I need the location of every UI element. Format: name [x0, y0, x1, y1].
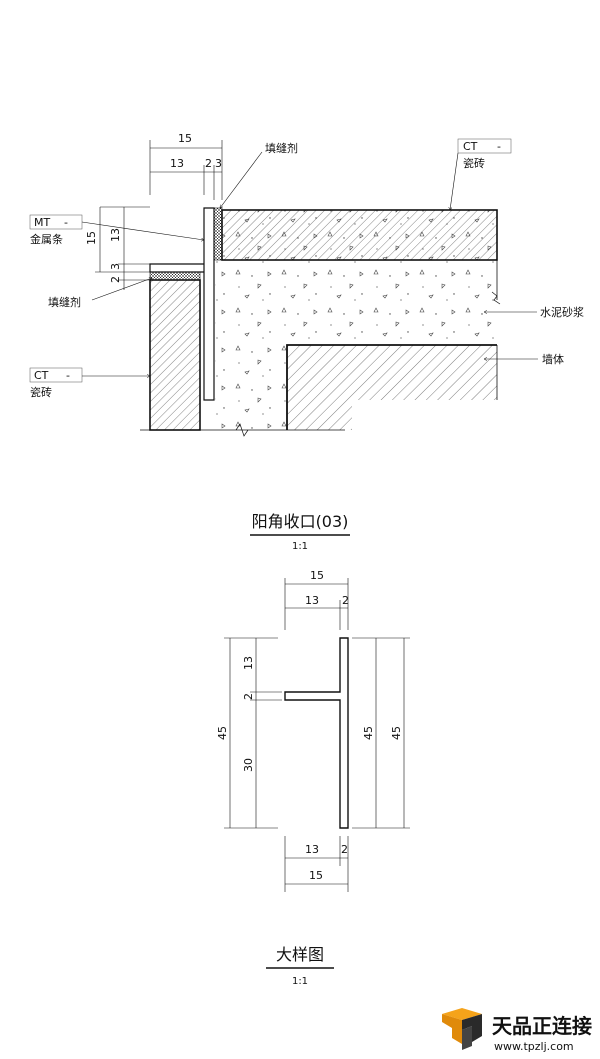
profile-dim-left-c: 30 — [242, 758, 255, 772]
section-dims-top: 15 13 2 3 — [149, 132, 223, 200]
label-wall: 墙体 — [542, 352, 564, 366]
wall-lower-hatch — [287, 400, 352, 430]
profile-dims-left: 45 13 2 30 — [216, 637, 282, 829]
profile-dim-left-total: 45 — [216, 726, 229, 740]
dim-left-c: 2 — [109, 276, 122, 283]
profile-dim-right-outer: 45 — [390, 726, 403, 740]
profile-scale: 1:1 — [292, 976, 308, 987]
profile-dim-top-a: 13 — [305, 594, 319, 607]
label-ct-top-code: CT — [463, 140, 478, 153]
dim-top-a: 13 — [170, 157, 184, 170]
metal-strip — [149, 207, 215, 401]
dim-left-total: 15 — [85, 231, 98, 245]
brand-mark-icon — [442, 1008, 482, 1050]
section-dims-left: 15 13 3 2 — [85, 207, 150, 290]
profile-dim-top-total: 15 — [310, 569, 324, 582]
top-tile — [221, 209, 498, 261]
label-mt-dash: - — [64, 216, 68, 229]
left-tile — [149, 279, 201, 431]
wall-outline — [286, 344, 497, 430]
profile-dim-bottom-total: 15 — [309, 869, 323, 882]
label-ct-left-code: CT — [34, 369, 49, 382]
brand-logo: 天品正连接 www.tpzlj.com — [442, 1008, 592, 1053]
profile-dim-left-b: 2 — [242, 693, 255, 700]
dim-left-a: 13 — [109, 228, 122, 242]
brand-name: 天品正连接 — [492, 1014, 592, 1038]
profile-dim-left-a: 13 — [242, 656, 255, 670]
label-mt-name: 金属条 — [30, 232, 63, 246]
label-sealant-top: 填缝剂 — [265, 141, 298, 155]
dim-top-total: 15 — [178, 132, 192, 145]
profile-dim-top-b: 2 — [342, 594, 349, 607]
label-mt-code: MT — [34, 216, 50, 229]
label-ct-top-name: 瓷砖 — [463, 156, 485, 170]
t-profile-shape — [284, 637, 349, 829]
section-labels: 填缝剂 CT - 瓷砖 MT - 金属条 填缝剂 CT - 瓷砖 水泥砂浆 墙体 — [29, 138, 584, 399]
label-sealant-left: 填缝剂 — [48, 295, 81, 309]
profile-dims-right: 45 45 — [352, 637, 410, 829]
label-mortar: 水泥砂浆 — [540, 305, 584, 319]
mortar-fill — [215, 210, 497, 430]
dim-left-b: 3 — [109, 263, 122, 270]
profile-title: 大样图 — [276, 945, 324, 964]
section-drawing: 15 13 2 3 15 13 3 2 填缝剂 CT - 瓷砖 MT — [29, 132, 584, 552]
profile-dim-right-inner: 45 — [362, 726, 375, 740]
sealant-top — [213, 207, 223, 261]
section-scale: 1:1 — [292, 541, 308, 552]
label-ct-top-dash: - — [497, 140, 501, 153]
label-ct-left-dash: - — [66, 369, 70, 382]
brand-url: www.tpzlj.com — [494, 1040, 574, 1053]
wall-hatch — [287, 345, 497, 400]
dim-top-b: 2 — [205, 157, 212, 170]
label-ct-left-name: 瓷砖 — [30, 385, 52, 399]
dim-top-c: 3 — [215, 157, 222, 170]
profile-dim-bottom-b: 2 — [341, 843, 348, 856]
profile-dim-bottom-a: 13 — [305, 843, 319, 856]
section-title: 阳角收口(03) — [252, 512, 349, 531]
profile-drawing: 15 13 2 13 2 15 45 13 2 30 — [216, 569, 410, 987]
profile-dims-bottom: 13 2 15 — [284, 836, 349, 892]
sealant-left — [149, 271, 201, 281]
profile-dims-top: 15 13 2 — [284, 569, 349, 630]
